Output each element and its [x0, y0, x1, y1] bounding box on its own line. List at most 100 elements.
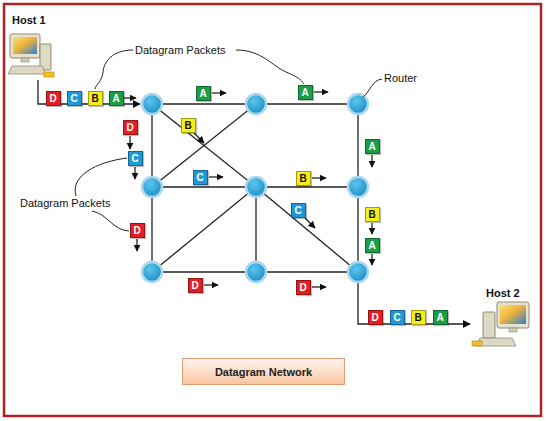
monitor-screen: [13, 37, 37, 54]
packet-letter: D: [299, 281, 306, 294]
link-line: [255, 187, 256, 272]
packet-letter: A: [368, 239, 375, 252]
datagram-packet: C: [128, 151, 143, 166]
direction-arrow: [371, 223, 372, 234]
datagram-packet: D: [130, 223, 145, 238]
packet-letter: C: [294, 204, 301, 217]
leader-line: [95, 50, 133, 89]
datagram-packet: A: [196, 86, 211, 101]
datagram-packet: B: [365, 207, 380, 222]
network-links: [152, 104, 358, 272]
datagram-packet: C: [291, 203, 306, 218]
monitor-stand: [21, 58, 29, 62]
link-line: [256, 187, 358, 272]
datagram-packet: C: [193, 170, 208, 185]
monitor-stand: [509, 328, 517, 332]
direction-arrow: [194, 133, 204, 143]
router-circle: [348, 177, 368, 197]
host-link: [358, 282, 470, 324]
packet-letter: A: [368, 140, 375, 153]
link-line: [357, 104, 358, 187]
link-line: [152, 271, 256, 272]
callout-label: Datagram Packets: [20, 197, 110, 209]
datagram-packet: D: [296, 280, 311, 295]
link-line: [152, 187, 256, 272]
direction-arrow: [134, 167, 135, 179]
datagram-packet: D: [188, 278, 203, 293]
leader-line: [92, 211, 129, 231]
link-line: [152, 186, 256, 187]
caption-text: Datagram Network: [215, 365, 312, 379]
router-circle: [348, 262, 368, 282]
packet-letter: C: [131, 152, 138, 165]
packet-letter: C: [70, 92, 77, 105]
monitor-frame: [10, 34, 40, 58]
packet-letter: B: [184, 119, 191, 132]
packet-letter: C: [393, 311, 400, 324]
packet-arrows: [124, 92, 372, 287]
computer-tower: [483, 312, 495, 338]
link-line: [152, 103, 256, 104]
router-circle: [142, 177, 162, 197]
callout-label: Router: [384, 72, 417, 84]
direction-arrow: [136, 239, 137, 251]
callout-label: Datagram Packets: [135, 44, 225, 56]
direction-arrow: [371, 254, 372, 265]
direction-arrow: [312, 177, 326, 178]
packet-letter: B: [368, 208, 375, 221]
packet-letter: A: [112, 92, 119, 105]
link-line: [151, 187, 152, 272]
link-line: [256, 103, 358, 104]
host-computer: [8, 34, 54, 77]
direction-arrow: [209, 176, 223, 177]
datagram-packet: D: [368, 310, 383, 325]
datagram-packet: D: [123, 120, 138, 135]
host-label: Host 1: [12, 14, 46, 26]
monitor-frame: [497, 302, 529, 328]
router-circle: [246, 262, 266, 282]
packet-letter: A: [199, 87, 206, 100]
packet-letter: B: [299, 172, 306, 185]
datagram-packet: B: [88, 91, 103, 106]
datagram-packet: D: [46, 91, 61, 106]
direction-arrow: [371, 155, 372, 167]
packet-letter: D: [133, 224, 140, 237]
packet-letter: A: [301, 86, 308, 99]
datagram-packet: A: [365, 139, 380, 154]
caption-box: Datagram Network: [182, 358, 345, 385]
datagram-packet: B: [411, 310, 426, 325]
packet-letter: D: [191, 279, 198, 292]
packet-letter: D: [49, 92, 56, 105]
host-label: Host 2: [486, 287, 520, 299]
router-circle: [246, 94, 266, 114]
packet-letter: C: [196, 171, 203, 184]
direction-arrow: [314, 91, 328, 92]
leader-line: [75, 158, 127, 196]
datagram-packet: C: [67, 91, 82, 106]
link-line: [152, 104, 256, 187]
direction-arrow: [312, 286, 326, 287]
link-line: [256, 186, 358, 187]
direction-arrow: [129, 136, 130, 149]
link-line: [151, 104, 152, 187]
direction-arrow: [124, 97, 136, 98]
datagram-packet: A: [365, 238, 380, 253]
router-circle: [142, 262, 162, 282]
monitor-screen: [500, 305, 526, 324]
router-circle: [142, 94, 162, 114]
leader-line: [363, 79, 382, 97]
leader-line: [236, 50, 304, 84]
datagram-packet: C: [390, 310, 405, 325]
datagram-packet: A: [298, 85, 313, 100]
datagram-packet: B: [181, 118, 196, 133]
leader-lines: [75, 50, 382, 231]
direction-arrow: [305, 218, 315, 228]
link-line: [357, 187, 358, 272]
link-line: [256, 271, 358, 272]
disk: [472, 341, 482, 346]
packet-letter: B: [414, 311, 421, 324]
routers: [142, 94, 368, 282]
datagram-packet: A: [433, 310, 448, 325]
